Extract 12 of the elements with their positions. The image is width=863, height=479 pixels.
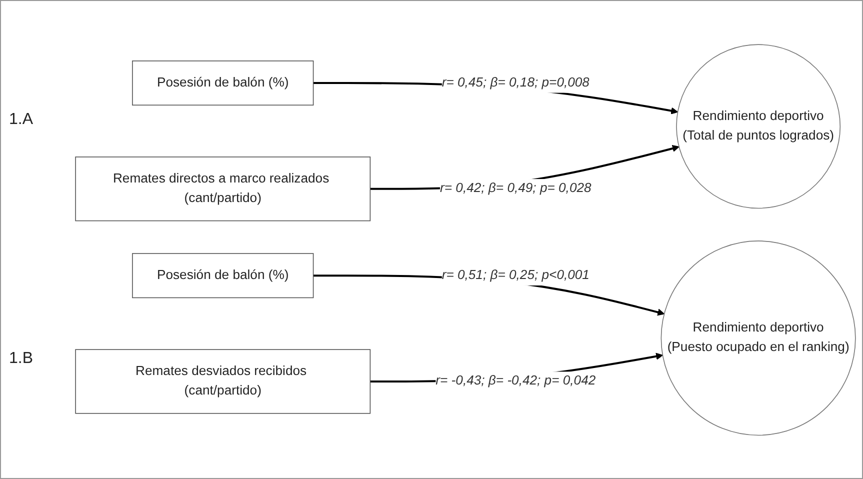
panel-label: 1.B [9, 350, 34, 368]
edge-label: r= -0,43; β= -0,42; p= 0,042 [436, 374, 596, 388]
node-circle: Rendimiento deportivo (Puesto ocupado en el ranking) [660, 240, 856, 436]
panel-label: 1.A [9, 111, 34, 130]
node-box: Posesión de balón (%) [132, 252, 314, 298]
node-box: Posesión de balón (%) [132, 60, 314, 106]
edge-label: r= 0,45; β= 0,18; p=0,008 [442, 75, 590, 90]
node-box: Remates desviados recibidos (cant/partido) [75, 348, 371, 414]
node-box: Remates directos a marco realizados (cant/partido) [75, 156, 371, 221]
node-circle: Rendimiento deportivo (Total de puntos logrados) [676, 44, 841, 208]
edge-label: r= 0,51; β= 0,25; p<0,001 [442, 268, 590, 282]
edge-label: r= 0,42; β= 0,49; p= 0,028 [440, 181, 592, 196]
